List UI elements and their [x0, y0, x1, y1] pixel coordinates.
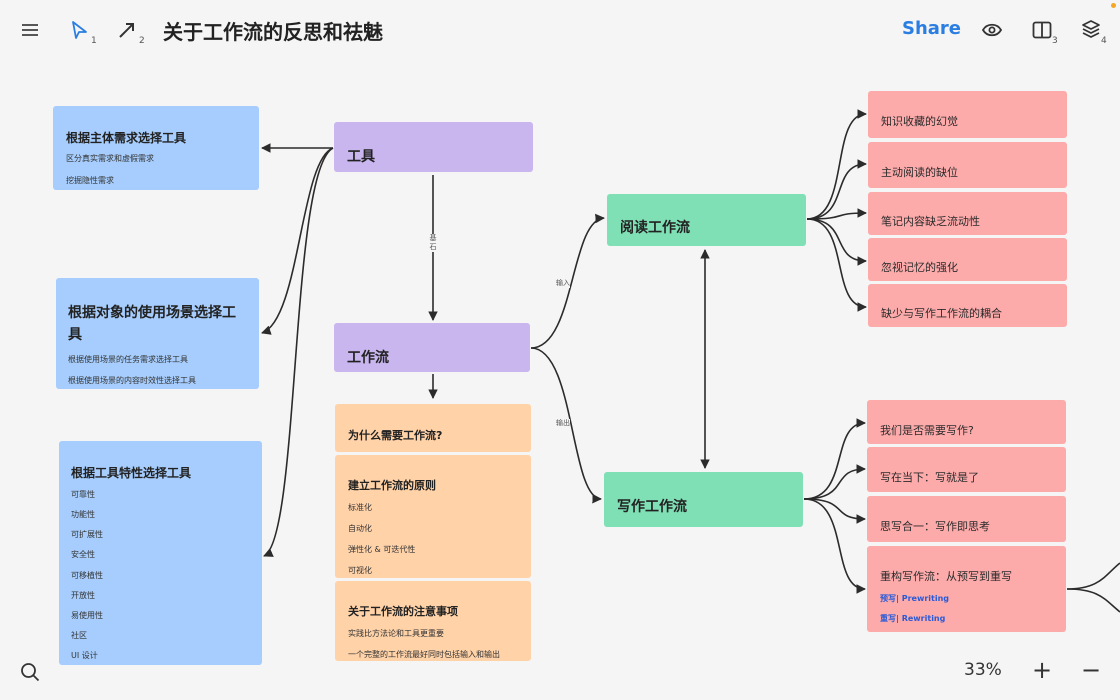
node-title: 根据主体需求选择工具	[66, 131, 187, 145]
node-title-line1: 根据对象的使用场景选择工	[68, 305, 236, 321]
edge-workflow-write	[530, 347, 602, 504]
node-item: 根据使用场景的内容时效性选择工具	[68, 376, 196, 385]
search-icon[interactable]	[18, 660, 42, 684]
node-select-by-subject-needs[interactable]: 根据主体需求选择工具 区分真实需求和虚假需求 挖掘隐性需求	[53, 106, 259, 190]
node-workflow[interactable]: 工作流	[334, 323, 530, 372]
layers-icon[interactable]	[1079, 17, 1103, 41]
node-title: 主动阅读的缺位	[881, 166, 958, 179]
select-pointer-icon[interactable]	[66, 17, 92, 43]
node-item: 可靠性	[71, 490, 95, 499]
edge-tools-blue2	[261, 147, 334, 335]
node-tools[interactable]: 工具	[334, 122, 533, 172]
node-workflow-principles[interactable]: 建立工作流的原则 标准化 自动化 弹性化 & 可迭代性 可视化	[335, 455, 531, 578]
node-title: 思写合一：写作即思考	[880, 520, 990, 533]
node-title: 我们是否需要写作?	[880, 424, 974, 437]
edge-read-r1	[806, 109, 867, 220]
node-write-item-2[interactable]: 写在当下：写就是了	[867, 447, 1066, 492]
edge-workflow-read	[530, 213, 605, 349]
panel-shortcut-3: 3	[1052, 36, 1058, 46]
prewriting-link[interactable]: 预写| Prewriting	[880, 594, 950, 603]
tool-shortcut-2: 2	[139, 36, 145, 46]
edge-label-foundation: 基 石	[428, 234, 438, 252]
arrow-tool-icon[interactable]	[114, 17, 140, 43]
node-item: 安全性	[71, 550, 95, 559]
tool-shortcut-1: 1	[91, 36, 97, 46]
node-select-by-tool-features[interactable]: 根据工具特性选择工具 可靠性 功能性 可扩展性 安全性 可移植性 开放性 易使用…	[59, 441, 262, 665]
node-read-item-5[interactable]: 缺少与写作工作流的耦合	[868, 284, 1067, 327]
node-title: 笔记内容缺乏流动性	[881, 215, 980, 228]
edge-read-r5	[806, 218, 867, 312]
node-read-item-3[interactable]: 笔记内容缺乏流动性	[868, 192, 1067, 235]
node-title: 为什么需要工作流?	[348, 429, 443, 442]
edge-label-output: 输出	[556, 419, 570, 428]
node-item: UI 设计	[71, 651, 98, 660]
top-toolbar: 1 2 关于工作流的反思和祛魅 Share 3 4	[0, 0, 1120, 60]
node-title: 关于工作流的注意事项	[348, 605, 458, 618]
node-item: 实践比方法论和工具更重要	[348, 629, 444, 638]
node-title: 写作工作流	[617, 499, 687, 515]
preview-eye-icon[interactable]	[980, 18, 1004, 42]
share-button[interactable]: Share	[902, 18, 962, 39]
split-panel-icon[interactable]	[1030, 18, 1054, 42]
edge-w4-offscreen-up	[1066, 562, 1120, 590]
edge-write-w3	[803, 498, 866, 524]
node-title: 根据工具特性选择工具	[71, 466, 192, 480]
zoom-level[interactable]: 33%	[964, 660, 1002, 680]
node-writing-workflow[interactable]: 写作工作流	[604, 472, 803, 527]
node-title: 建立工作流的原则	[348, 479, 436, 492]
menu-icon[interactable]	[18, 18, 42, 42]
edge-w4-offscreen-down	[1066, 588, 1120, 613]
edge-label-foundation-2: 石	[429, 243, 437, 251]
node-write-item-4[interactable]: 重构写作流：从预写到重写 预写| Prewriting 重写| Rewritin…	[867, 546, 1066, 632]
document-title[interactable]: 关于工作流的反思和祛魅	[163, 20, 383, 44]
node-title: 重构写作流：从预写到重写	[880, 570, 1012, 583]
node-title: 缺少与写作工作流的耦合	[881, 307, 1002, 320]
node-title: 知识收藏的幻觉	[881, 115, 958, 128]
node-read-item-1[interactable]: 知识收藏的幻觉	[868, 91, 1067, 138]
node-select-by-usage-scene[interactable]: 根据对象的使用场景选择工 具 根据使用场景的任务需求选择工具 根据使用场景的内容…	[56, 278, 259, 389]
notification-dot	[1111, 3, 1116, 8]
node-title: 工作流	[347, 350, 389, 366]
node-write-item-1[interactable]: 我们是否需要写作?	[867, 400, 1066, 444]
node-item: 可扩展性	[71, 530, 103, 539]
node-reading-workflow[interactable]: 阅读工作流	[607, 194, 806, 246]
edge-label-foundation-1: 基	[429, 234, 437, 242]
edge-read-r2	[806, 159, 867, 220]
edge-write-w2	[803, 464, 866, 500]
node-item: 社区	[71, 631, 87, 640]
layers-shortcut-4: 4	[1101, 36, 1107, 46]
node-item: 可移植性	[71, 571, 103, 580]
node-title: 写在当下：写就是了	[880, 471, 979, 484]
node-item: 一个完整的工作流最好同时包括输入和输出	[348, 650, 500, 659]
zoom-out-button[interactable]: −	[1080, 656, 1102, 684]
node-read-item-4[interactable]: 忽视记忆的强化	[868, 238, 1067, 281]
node-item: 可视化	[348, 566, 372, 575]
zoom-in-button[interactable]: +	[1031, 656, 1053, 684]
node-item: 弹性化 & 可迭代性	[348, 545, 416, 554]
edge-write-w4	[803, 498, 866, 594]
edge-read-r3	[806, 208, 867, 220]
edge-tools-blue3	[263, 147, 334, 557]
node-item: 标准化	[348, 503, 372, 512]
node-item: 开放性	[71, 591, 95, 600]
node-item: 根据使用场景的任务需求选择工具	[68, 355, 188, 364]
node-title: 忽视记忆的强化	[881, 261, 958, 274]
node-write-item-3[interactable]: 思写合一：写作即思考	[867, 496, 1066, 542]
node-workflow-notes[interactable]: 关于工作流的注意事项 实践比方法论和工具更重要 一个完整的工作流最好同时包括输入…	[335, 581, 531, 661]
rewriting-link[interactable]: 重写| Rewriting	[880, 614, 946, 623]
node-item: 功能性	[71, 510, 95, 519]
node-read-item-2[interactable]: 主动阅读的缺位	[868, 142, 1067, 188]
node-why-workflow[interactable]: 为什么需要工作流?	[335, 404, 531, 452]
node-item: 易使用性	[71, 611, 103, 620]
edge-label-input: 输入	[556, 279, 570, 288]
node-title: 阅读工作流	[620, 220, 690, 236]
node-item: 自动化	[348, 524, 372, 533]
node-item: 挖掘隐性需求	[66, 176, 114, 185]
edge-write-w1	[803, 418, 866, 500]
node-item: 区分真实需求和虚假需求	[66, 154, 154, 163]
edge-read-r4	[806, 218, 867, 266]
node-title: 工具	[347, 149, 375, 165]
node-title-line2: 具	[68, 327, 82, 343]
